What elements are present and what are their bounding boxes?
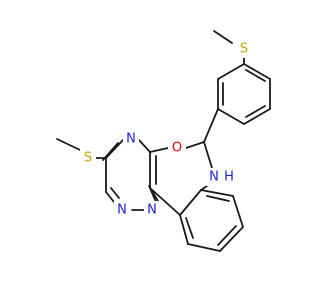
nitrogen-upper-label: N xyxy=(126,132,136,147)
chemical-structure: S O N S N N N H xyxy=(56,30,271,252)
atom-labels: S O N S N N N H xyxy=(80,40,252,219)
sulfur-left-label: S xyxy=(84,151,92,166)
nitrogen-amine-label: N xyxy=(209,170,219,185)
bond-lines xyxy=(56,30,271,252)
oxygen-ring-label: O xyxy=(172,141,182,156)
nitrogen-lower-left-label: N xyxy=(117,203,127,218)
hydrogen-amine-label: H xyxy=(224,170,234,185)
nitrogen-lower-right-label: N xyxy=(147,203,157,218)
sulfur-top-label: S xyxy=(240,42,248,57)
